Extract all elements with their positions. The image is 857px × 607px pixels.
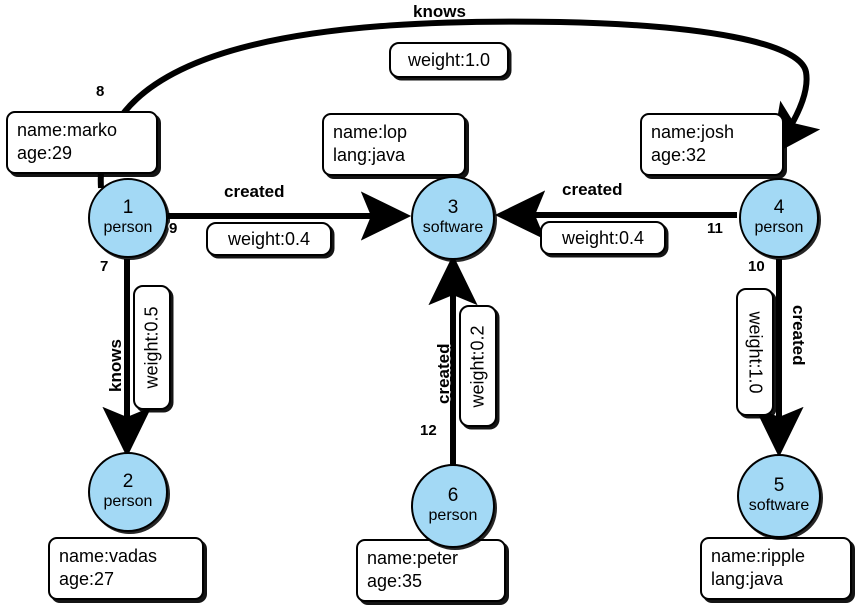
node-6[interactable]: 6 person [411, 464, 495, 548]
edge-11-weight-box: weight:0.4 [540, 221, 666, 255]
edge-8-id: 8 [96, 83, 105, 100]
node-6-id: 6 [447, 485, 459, 507]
node-6-label: person [428, 507, 478, 525]
edge-path-8 [97, 18, 821, 189]
node-3[interactable]: 3 software [411, 176, 495, 260]
node-3-prop-1: lang:java [333, 145, 406, 166]
edge-8-label: knows [413, 2, 466, 21]
edge-11-weight: weight:0.4 [561, 227, 645, 248]
node-5-prop-0: name:ripple [711, 546, 806, 566]
edge-8-weight-box: weight:1.0 [389, 42, 509, 78]
node-2-label: person [103, 493, 153, 511]
node-4-prop-0: name:josh [651, 122, 735, 142]
node-4[interactable]: 4 person [739, 178, 819, 258]
edge-9-label: created [224, 182, 285, 201]
node-5-properties: name:ripple lang:java [700, 537, 852, 601]
edge-8-weight: weight:1.0 [407, 49, 491, 70]
node-1-prop-0: name:marko [17, 120, 118, 140]
edge-12-label: created [434, 343, 453, 404]
node-3-id: 3 [447, 197, 459, 219]
node-3-label: software [422, 219, 484, 237]
edge-12-weight-box: weight:0.2 [459, 305, 497, 427]
node-5-prop-1: lang:java [711, 569, 784, 590]
node-5-id: 5 [773, 475, 785, 497]
node-1-properties: name:marko age:29 [6, 111, 158, 175]
node-3-prop-0: name:lop [333, 122, 408, 142]
node-6-prop-0: name:peter [367, 548, 459, 568]
node-2-properties: name:vadas age:27 [48, 537, 204, 601]
node-6-properties: name:peter age:35 [356, 539, 506, 603]
node-3-properties: name:lop lang:java [322, 113, 466, 177]
edge-10-weight: weight:1.0 [745, 310, 766, 394]
node-5-label: software [748, 497, 810, 515]
node-2[interactable]: 2 person [88, 452, 168, 532]
node-1[interactable]: 1 person [88, 178, 168, 258]
edge-10-label: created [789, 305, 808, 366]
node-2-prop-1: age:27 [59, 569, 115, 590]
edge-12-weight: weight:0.2 [467, 324, 488, 408]
edge-7-id: 7 [100, 258, 109, 275]
edge-7-weight: weight:0.5 [141, 306, 162, 389]
edge-10-weight-box: weight:1.0 [736, 288, 774, 416]
edge-11-id: 11 [707, 220, 723, 237]
node-4-prop-1: age:32 [651, 145, 707, 166]
node-4-properties: name:josh age:32 [640, 113, 784, 177]
node-2-prop-0: name:vadas [59, 546, 158, 566]
node-4-label: person [754, 219, 804, 237]
node-5[interactable]: 5 software [737, 454, 821, 538]
node-4-id: 4 [773, 197, 785, 219]
node-1-id: 1 [122, 197, 134, 219]
node-1-prop-1: age:29 [17, 143, 73, 164]
edge-7-label: knows [106, 339, 125, 392]
node-2-id: 2 [122, 471, 134, 493]
edge-10-id: 10 [748, 258, 765, 275]
edge-12-id: 12 [420, 422, 437, 439]
edge-11-label: created [562, 180, 623, 199]
edge-9-id: 9 [169, 220, 178, 237]
node-1-label: person [103, 219, 153, 237]
edge-7-weight-box: weight:0.5 [133, 285, 171, 410]
edge-9-weight: weight:0.4 [227, 228, 311, 249]
node-6-prop-1: age:35 [367, 571, 423, 592]
edge-9-weight-box: weight:0.4 [206, 222, 332, 256]
